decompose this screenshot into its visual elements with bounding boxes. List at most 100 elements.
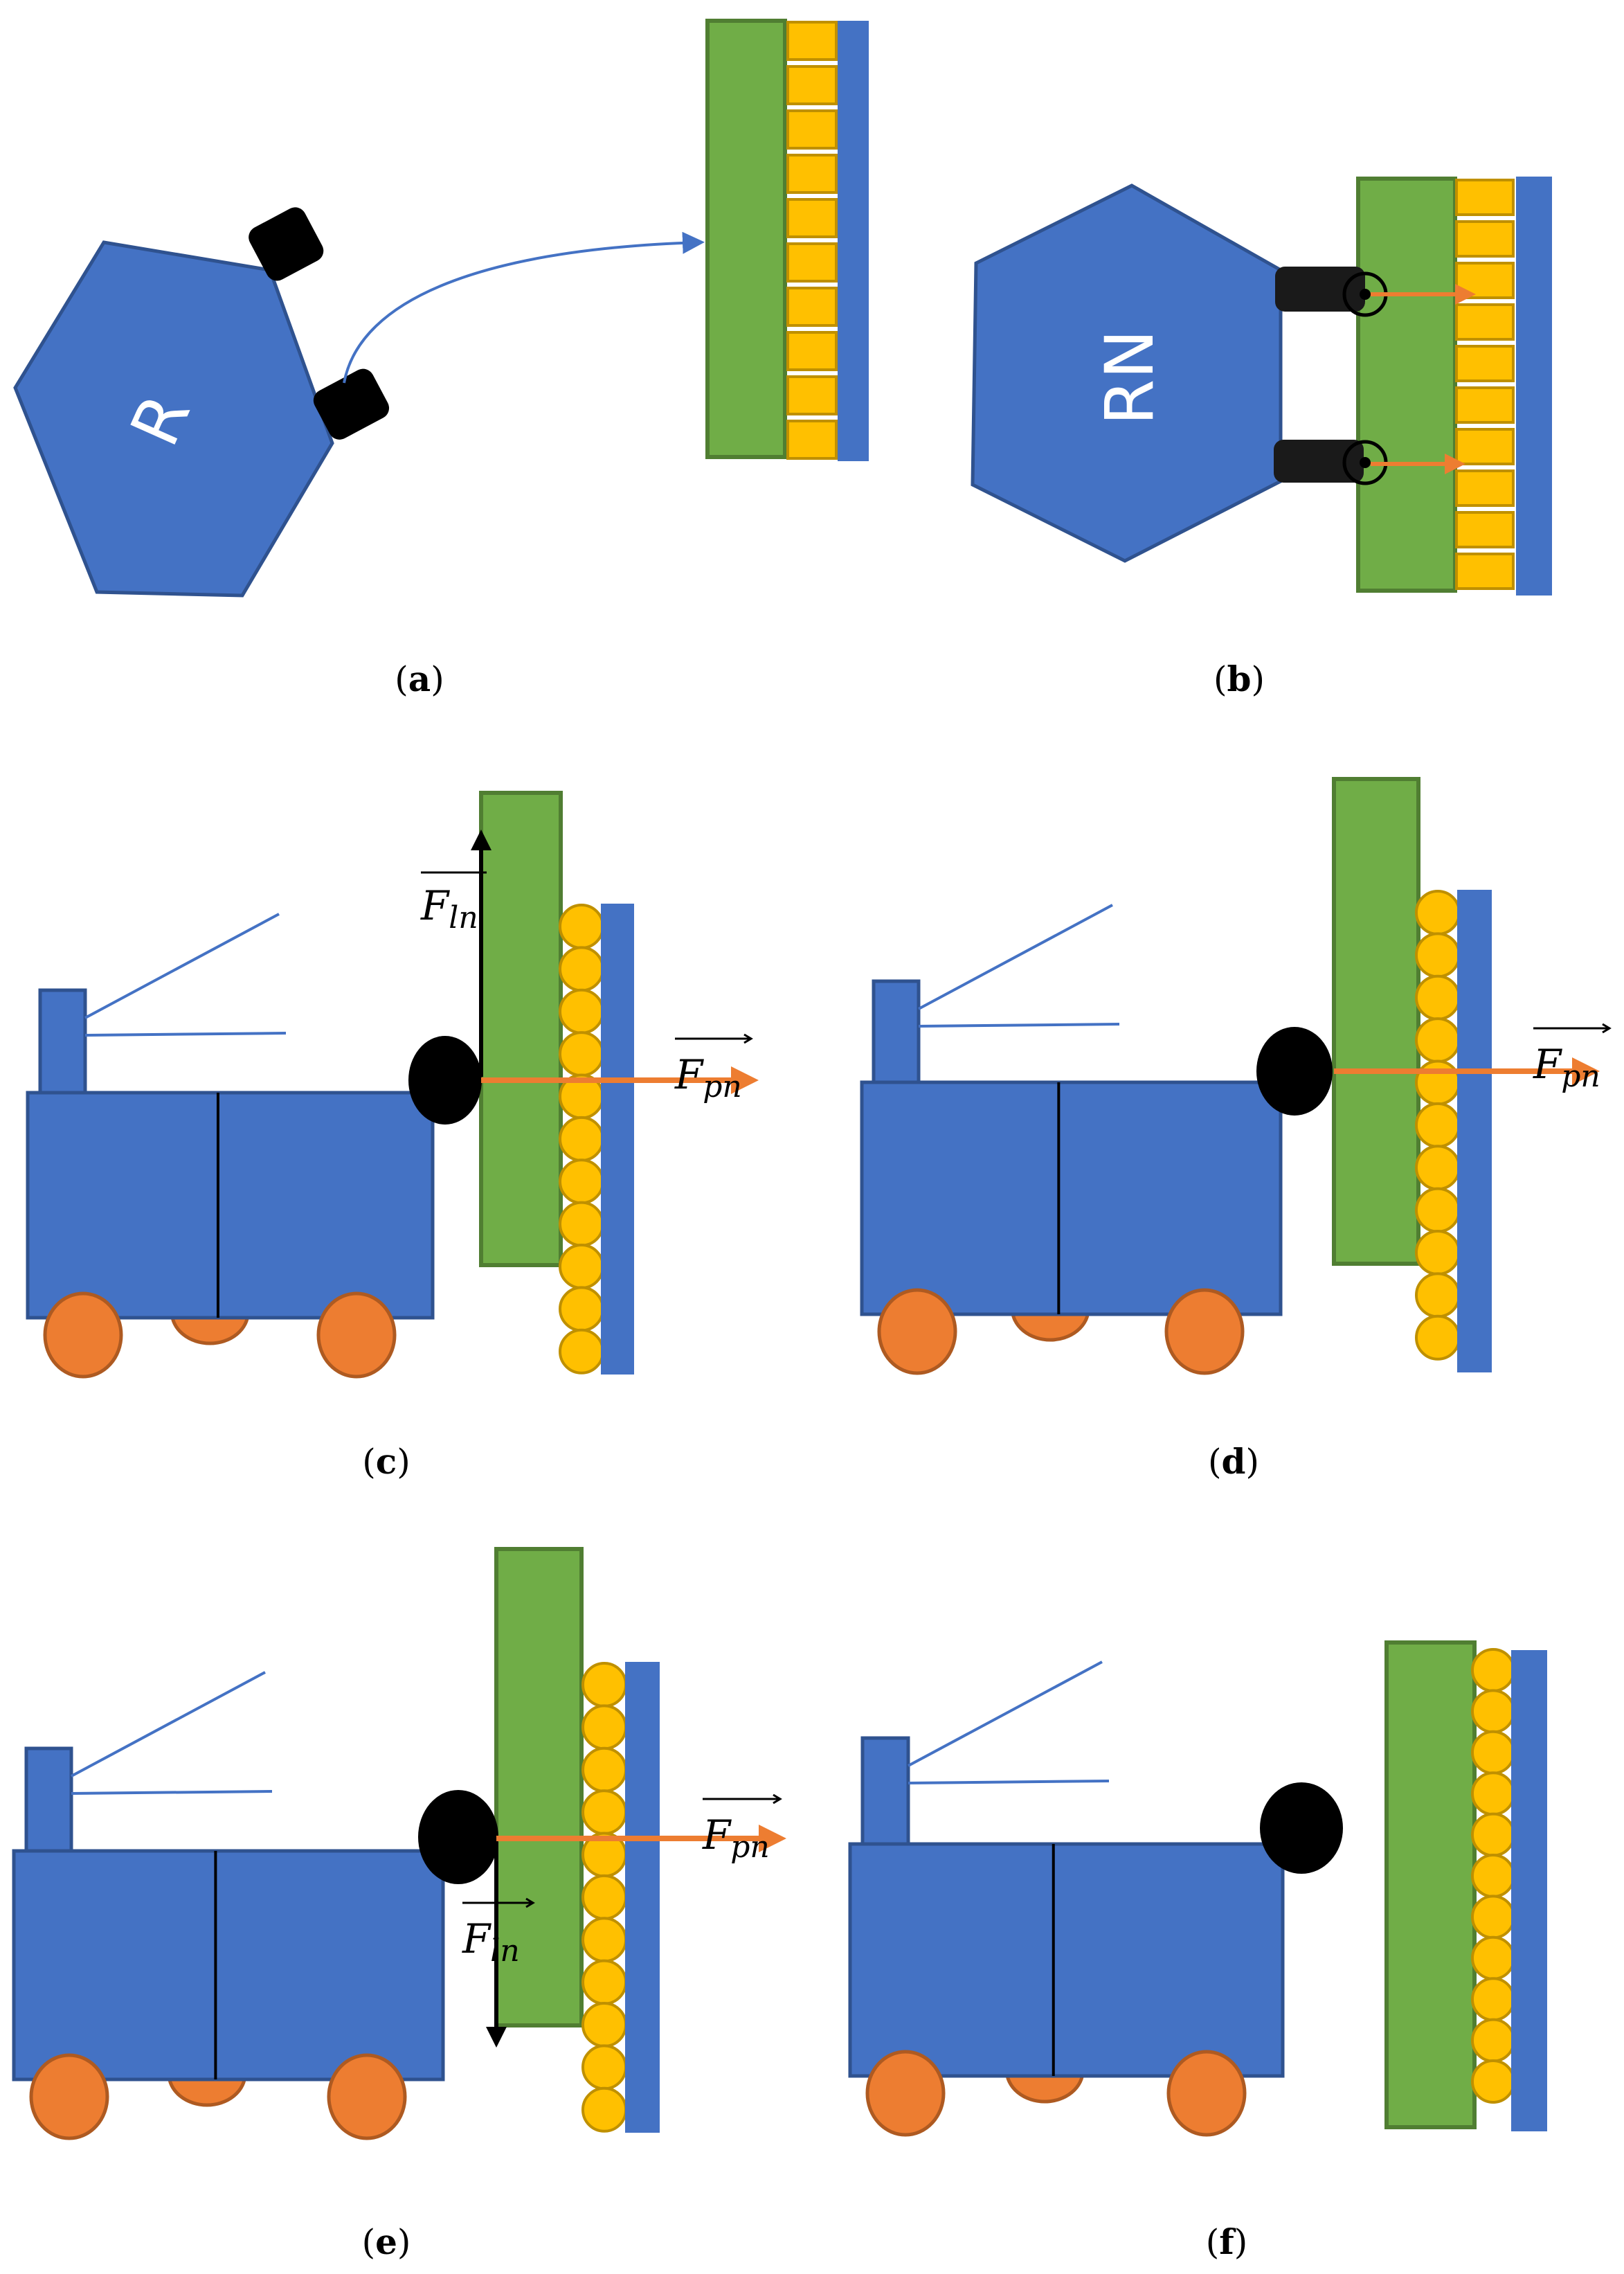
brush-bead <box>1415 932 1461 978</box>
antenna <box>918 1023 1120 1028</box>
gripper-icon <box>313 368 390 440</box>
brush-bead <box>559 1158 604 1205</box>
brush-bead <box>581 1959 627 2005</box>
antenna <box>71 1790 273 1795</box>
brush-bead <box>1471 1771 1515 1816</box>
gripper-icon <box>418 1790 498 1884</box>
brush-bead <box>1415 1272 1461 1318</box>
wheel-icon <box>877 1288 957 1375</box>
solar-panel-icon <box>1356 177 1552 596</box>
brush-bead <box>1415 1187 1461 1233</box>
gripper-icon <box>1275 267 1365 312</box>
solar-cells <box>786 21 838 460</box>
robot-rn-label: RN <box>1091 330 1169 426</box>
antenna <box>71 1671 266 1778</box>
force-label-f-ln: Fln <box>462 1897 535 1969</box>
caption-c: (c) <box>362 1441 410 1482</box>
svg-text:Fpn: Fpn <box>1533 1041 1600 1094</box>
antenna <box>908 1660 1103 1767</box>
force-label-f-pn: Fpn <box>1533 1023 1612 1094</box>
panel-d: Fpn <box>860 777 1612 1375</box>
force-label-f-pn: Fpn <box>702 1793 782 1865</box>
caption-a: (a) <box>395 659 444 699</box>
solar-cell <box>786 21 838 61</box>
wheel-icon <box>29 2053 109 2140</box>
gripper-icon <box>249 207 324 281</box>
brush-bead <box>581 1746 627 1793</box>
solar-panel-icon <box>479 791 563 1267</box>
caption-d: (d) <box>1208 1441 1259 1482</box>
robot-body <box>860 1080 1283 1316</box>
brush-bead <box>1415 974 1461 1021</box>
brush-bead <box>559 1328 604 1375</box>
svg-text:Fln: Fln <box>462 1915 520 1969</box>
gripper-icon <box>408 1036 482 1125</box>
antenna <box>84 913 280 1019</box>
solar-cell <box>1455 345 1515 382</box>
gripper-icon <box>1260 1782 1343 1874</box>
panel-b: RN <box>971 177 1552 596</box>
brush-bead <box>1471 2018 1515 2063</box>
solar-panel-icon <box>1384 1640 1477 2129</box>
panel-c: Fln Fpn <box>26 791 759 1379</box>
panel-f <box>848 1640 1547 2137</box>
wheel-icon <box>1164 1288 1245 1375</box>
brush-bead <box>559 1244 604 1290</box>
wall <box>625 1662 660 2133</box>
svg-text:Fln: Fln <box>420 882 478 935</box>
panel-a: R <box>13 19 869 598</box>
brush-bead <box>1415 1102 1461 1148</box>
cleaning-brush-icon <box>1471 1648 1515 2104</box>
brush-bead <box>581 2002 627 2048</box>
brush-bead <box>581 1917 627 1963</box>
brush-bead <box>1471 1730 1515 1775</box>
brush-bead <box>1471 1977 1515 2022</box>
antenna <box>918 904 1113 1010</box>
wheel-icon <box>316 1291 397 1379</box>
brush-bead <box>1471 2059 1515 2104</box>
solar-cell <box>1455 220 1515 258</box>
solar-cell <box>1455 179 1515 216</box>
antenna <box>84 1032 287 1037</box>
solar-cell <box>1455 303 1515 341</box>
brush-bead <box>1415 1017 1461 1064</box>
brush-bead <box>581 2044 627 2091</box>
cleaning-brush-icon <box>559 904 604 1375</box>
caption-f: (f) <box>1206 2221 1248 2262</box>
wheel-icon <box>1166 2050 1247 2137</box>
robot-body <box>848 1842 1285 2078</box>
brush-bead <box>581 1874 627 1920</box>
solar-cell <box>786 331 838 371</box>
wall <box>1457 890 1492 1372</box>
solar-panel-icon <box>705 19 869 461</box>
wheel-icon <box>327 2053 407 2140</box>
brush-bead <box>1415 1314 1461 1361</box>
brush-bead <box>1471 1895 1515 1940</box>
pivot-icon <box>1360 457 1371 468</box>
brush-bead <box>581 1704 627 1751</box>
brush-bead <box>559 946 604 992</box>
wheel-icon <box>865 2050 946 2137</box>
caption-e: (e) <box>362 2221 411 2262</box>
brush-bead <box>1471 1812 1515 1857</box>
solar-panel-icon <box>1332 777 1420 1266</box>
brush-bead <box>1415 1059 1461 1106</box>
brush-bead <box>1471 1689 1515 1734</box>
solar-cell <box>1455 386 1515 424</box>
wall <box>1516 177 1552 596</box>
solar-cells <box>1455 179 1515 590</box>
solar-panel-icon <box>494 1547 584 2027</box>
solar-cell <box>786 198 838 238</box>
antenna <box>908 1780 1110 1784</box>
wall <box>601 904 634 1375</box>
brush-bead <box>581 2086 627 2133</box>
brush-bead <box>559 1031 604 1077</box>
solar-cell <box>786 154 838 194</box>
solar-cell <box>1455 511 1515 548</box>
wall <box>1511 1650 1547 2131</box>
svg-text:Fpn: Fpn <box>702 1811 770 1865</box>
brush-bead <box>1415 1145 1461 1191</box>
force-label-f-pn: Fpn <box>674 1033 753 1104</box>
gripper-icon <box>1256 1027 1333 1116</box>
